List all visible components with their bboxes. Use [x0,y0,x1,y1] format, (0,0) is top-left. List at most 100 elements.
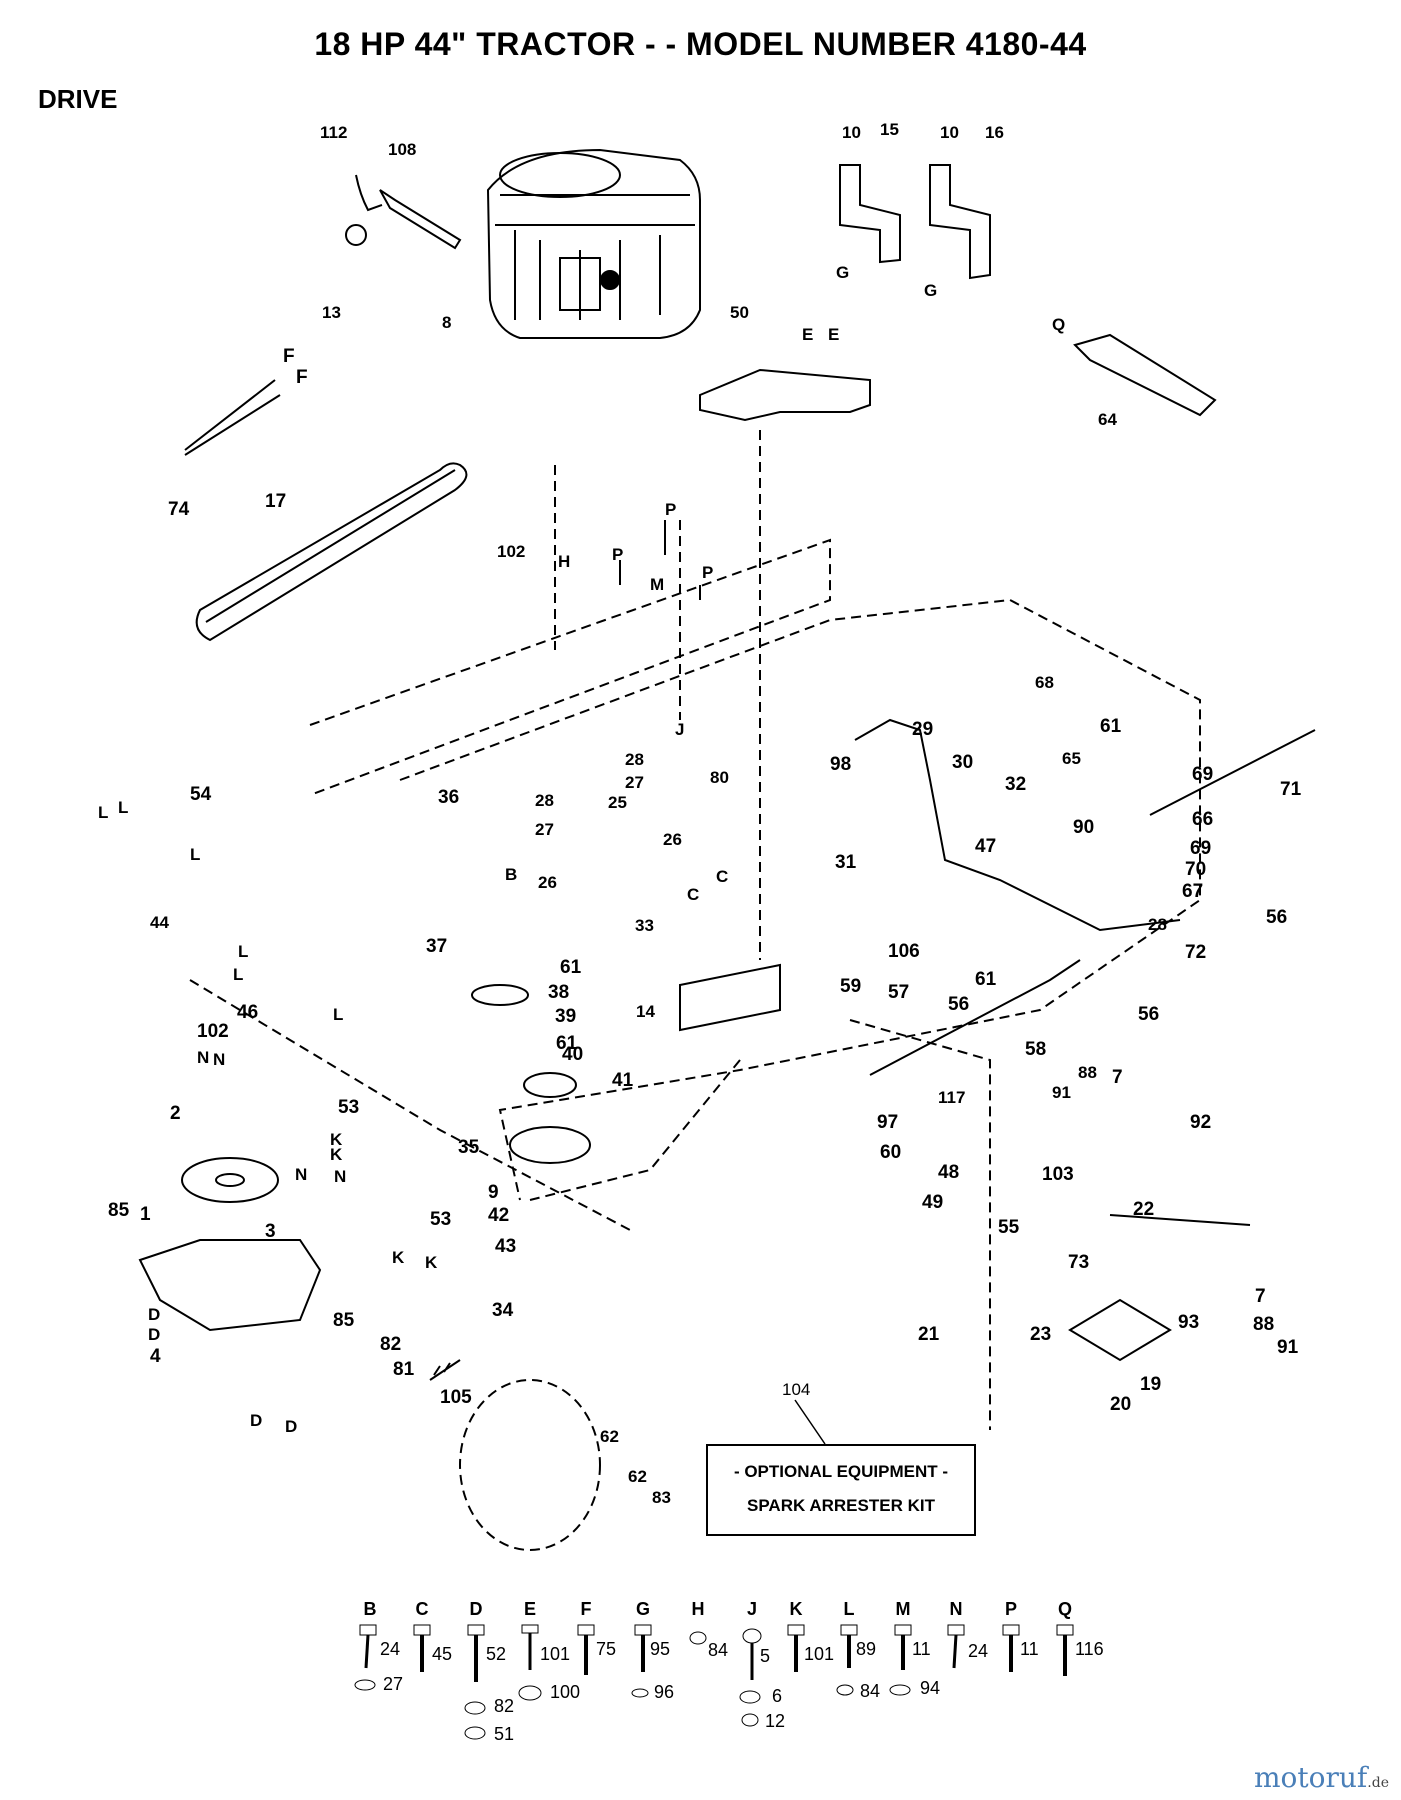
callout: L [333,1005,343,1024]
callout: 15 [880,120,899,139]
legend-K: K 101 [787,1599,834,1672]
callout: J [675,720,684,739]
plate-50 [699,368,871,422]
callout: 1 [140,1204,151,1225]
svg-text:51: 51 [494,1724,514,1744]
svg-text:94: 94 [920,1678,940,1698]
legend-P: P 11 [1002,1599,1039,1672]
callout: 103 [1042,1164,1074,1185]
engine [486,148,701,339]
callout: 62 [600,1427,619,1446]
legend-B: B 24 27 [354,1599,403,1694]
callout: G [836,263,849,282]
callout: 56 [1138,1004,1159,1025]
legend-L: L 89 84 [836,1599,880,1701]
callout: 13 [322,303,341,322]
callout: 98 [830,754,851,775]
svg-text:96: 96 [654,1682,674,1702]
svg-text:95: 95 [650,1639,670,1659]
callout: C [687,885,699,904]
legend-Q: Q 116 [1056,1599,1104,1676]
svg-text:45: 45 [432,1644,452,1664]
svg-text:Q: Q [1058,1599,1072,1619]
callout: N [213,1050,225,1069]
callout: 14 [636,1002,655,1021]
callout: 67 [1182,881,1203,902]
callout: 97 [877,1112,898,1133]
svg-text:E: E [524,1599,536,1619]
callout: 27 [625,773,644,792]
callout: E [828,325,839,344]
callout: 88 [1253,1314,1274,1335]
callout: 53 [430,1209,451,1230]
spring-105 [429,1359,461,1381]
callout: 91 [1052,1083,1071,1102]
callout: N [334,1167,346,1186]
callout: 85 [108,1200,130,1221]
callout: 61 [975,969,997,990]
svg-text:C: C [416,1599,429,1619]
svg-text:101: 101 [804,1644,834,1664]
callout: 60 [880,1142,901,1163]
svg-text:D: D [470,1599,483,1619]
callout-labels: 112 108 10 15 10 16 13 8 G G 50 E E Q 64… [98,120,1302,1507]
muffler-14 [679,963,781,1032]
callout: 69 [1192,764,1213,785]
svg-text:6: 6 [772,1686,782,1706]
svg-text:H: H [692,1599,705,1619]
callout: 65 [1062,749,1081,768]
svg-text:89: 89 [856,1639,876,1659]
callout: 26 [538,873,557,892]
callout: 56 [948,994,969,1015]
svg-text:24: 24 [968,1641,988,1661]
transaxle-4 [138,1239,322,1332]
callout: N [295,1165,307,1184]
callout: P [702,563,713,582]
svg-text:11: 11 [1020,1639,1039,1659]
pulley-39 [471,984,529,1006]
frame-outline [189,430,1201,1430]
callout: 81 [393,1359,415,1380]
callout: 85 [333,1310,355,1331]
callout: 112 [320,123,347,142]
callout: 10 [842,123,861,142]
callout: 117 [938,1088,965,1107]
callout: 43 [495,1236,516,1257]
legend-C: C 45 [413,1599,452,1672]
elbow-112 [355,174,383,212]
callout: 68 [1035,673,1054,692]
callout: 59 [840,976,861,997]
callout: 32 [1005,774,1026,795]
callout: 90 [1073,817,1094,838]
callout: 102 [197,1021,229,1042]
svg-text:101: 101 [540,1644,570,1664]
callout: L [233,965,243,984]
callout: 7 [1112,1067,1123,1088]
callout: 22 [1133,1199,1154,1220]
wheel [459,1379,601,1551]
callout: 54 [190,784,212,805]
callout: 37 [426,936,447,957]
callout: 88 [1078,1063,1097,1082]
callout: 70 [1185,859,1206,880]
svg-text:24: 24 [380,1639,400,1659]
optional-equipment-box: - OPTIONAL EQUIPMENT - SPARK ARRESTER KI… [706,1444,976,1536]
callout: 91 [1277,1337,1299,1358]
callout: 69 [1190,838,1211,859]
legend-J: J 5 6 12 [739,1599,785,1731]
callout: 61 [1100,716,1122,737]
legend-H: H 84 [689,1599,728,1660]
callout: H [558,552,570,571]
callout: 92 [1190,1112,1211,1133]
callout: 4 [150,1346,161,1367]
callout: 28 [1148,915,1167,934]
callout: 3 [265,1221,276,1242]
optional-equipment-label: - OPTIONAL EQUIPMENT - [733,1462,949,1481]
svg-text:F: F [581,1599,592,1619]
callout: F [283,346,295,367]
callout: K [330,1145,343,1164]
svg-text:G: G [636,1599,650,1619]
callout: D [148,1325,160,1344]
callout: L [190,845,200,864]
